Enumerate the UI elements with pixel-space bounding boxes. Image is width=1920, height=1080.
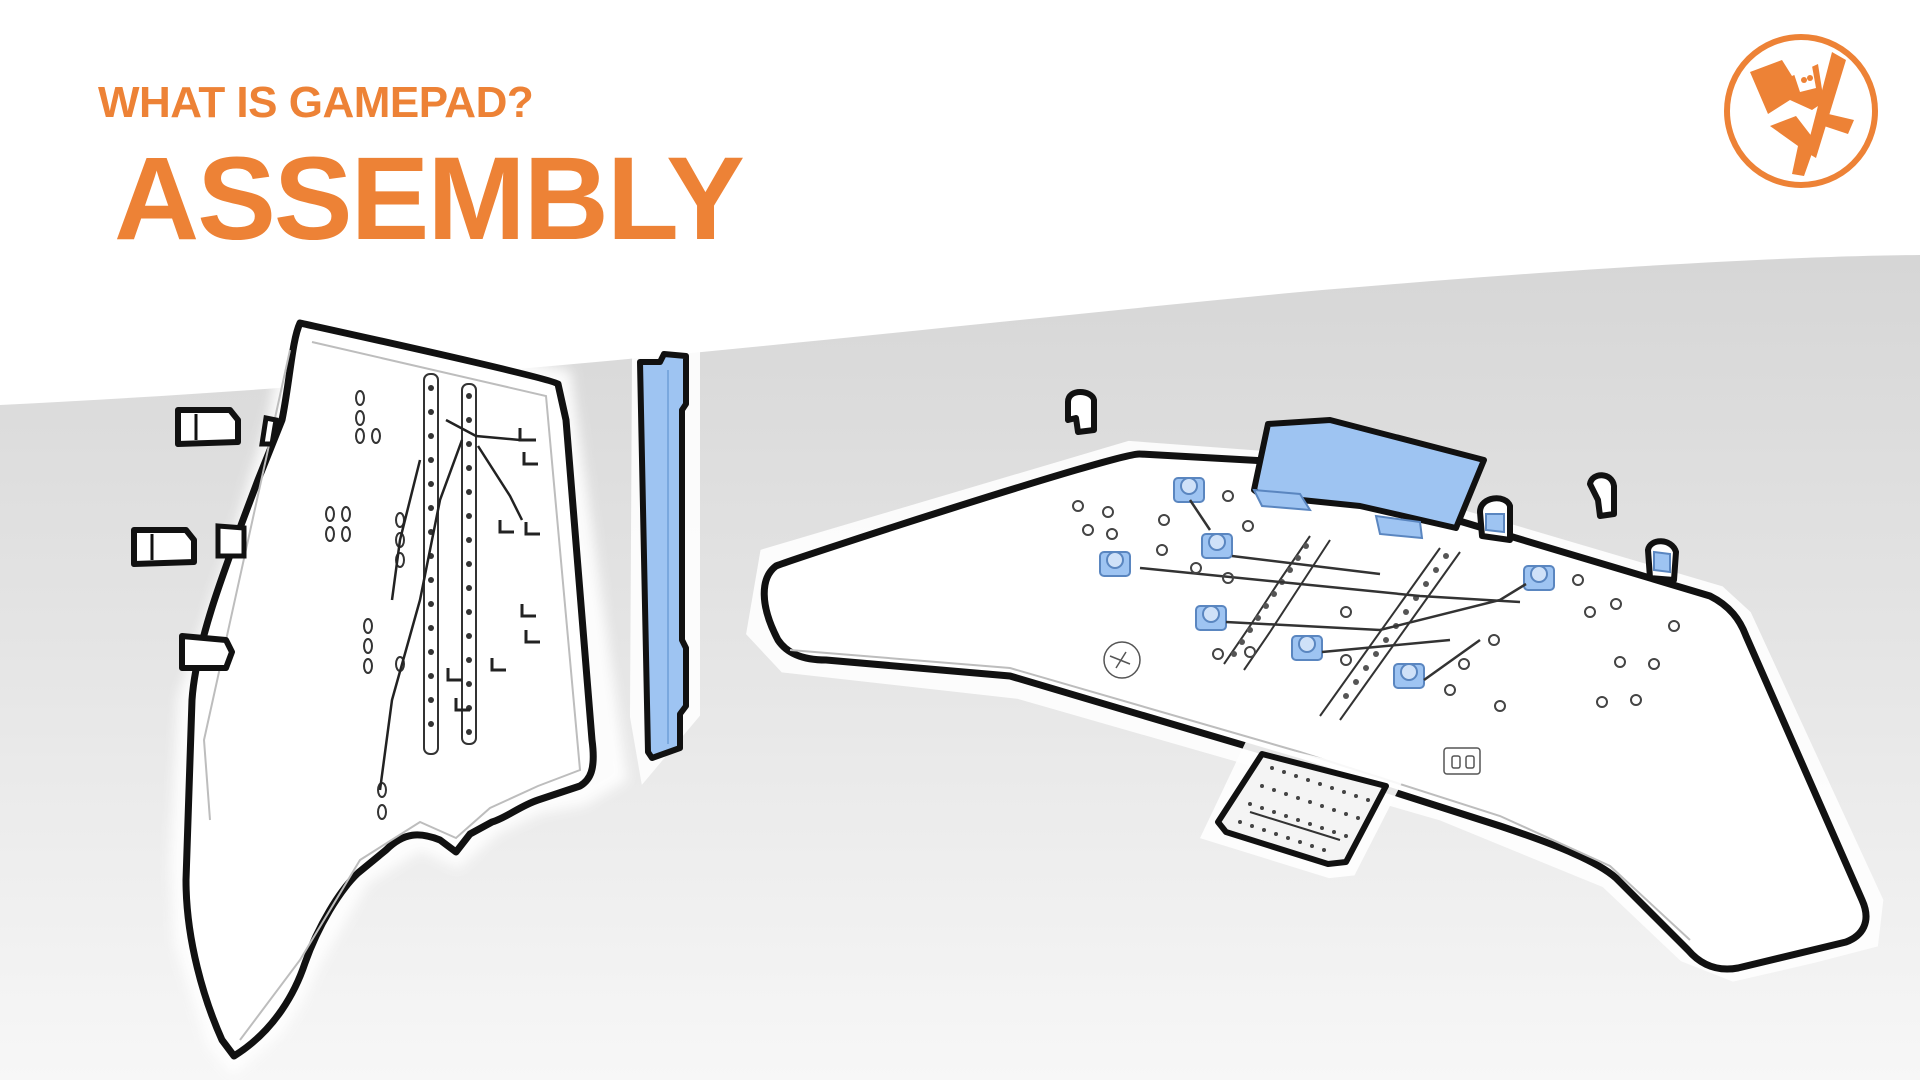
shoulder-button-left-top <box>175 407 279 447</box>
pcb-top-shoulder-button-caps <box>1485 513 1671 574</box>
pcb-side-traces <box>378 418 524 791</box>
pcb-side-view <box>131 306 628 1076</box>
microcontroller-header-pins <box>1231 543 1449 699</box>
side-bracket <box>629 345 700 785</box>
pcb-side-pads <box>325 390 405 820</box>
pcb-side-header-pins <box>428 385 472 735</box>
shoulder-button-left-bottom <box>179 633 235 671</box>
pcb-side-buttons <box>446 428 540 712</box>
pcb-top-silkscreen <box>1103 641 1481 775</box>
pcb-top-view <box>746 389 1884 982</box>
section-kicker: WHAT IS GAMEPAD? <box>98 78 534 127</box>
display-module <box>1251 417 1487 540</box>
pcb-top-traces <box>1139 499 1527 682</box>
shoulder-button-left-mid <box>131 523 247 567</box>
brand-logo-icon <box>1724 34 1878 188</box>
microcontroller-board <box>1200 740 1405 879</box>
pcb-top-pads <box>1072 490 1680 712</box>
pcb-side-headers <box>423 373 477 755</box>
tactile-buttons <box>1099 477 1555 689</box>
page-title: ASSEMBLY <box>114 133 745 265</box>
